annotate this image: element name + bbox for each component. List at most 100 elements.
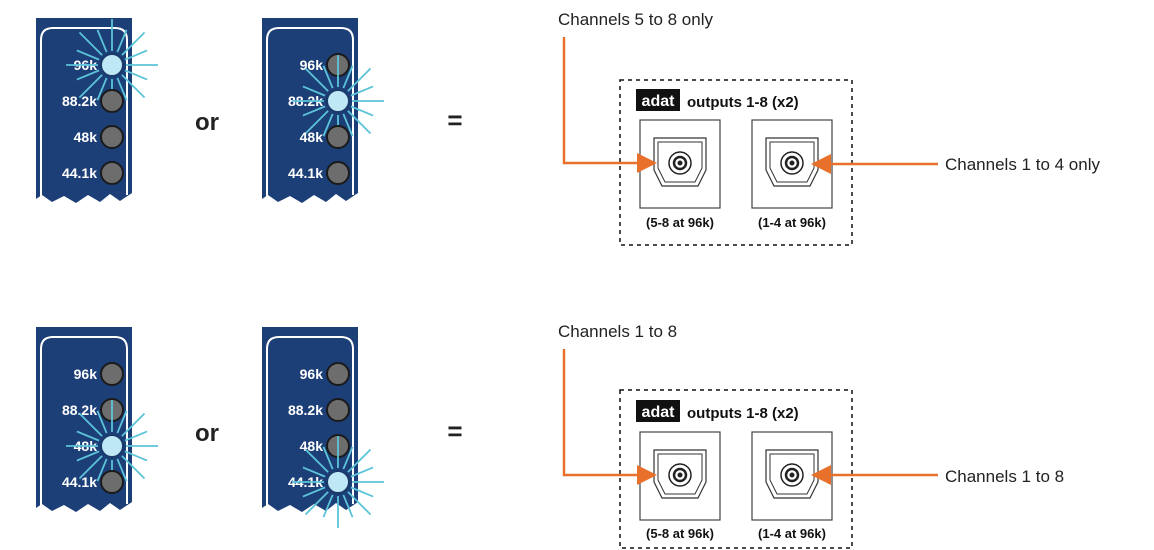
- glow-ray: [304, 67, 329, 92]
- glow-ray: [116, 29, 128, 53]
- optical-port-right: [751, 119, 833, 209]
- glow-ray: [347, 491, 372, 516]
- glow-ray: [96, 29, 108, 53]
- glow-ray: [116, 458, 128, 482]
- glow-ray: [342, 494, 354, 518]
- rate-label-48k: 48k: [74, 129, 98, 145]
- or-text: or: [195, 420, 219, 447]
- rate-label-96k: 96k: [300, 366, 324, 382]
- glow-ray: [121, 31, 146, 56]
- glow-ray: [116, 410, 128, 434]
- right-port-caption: (1-4 at 96k): [758, 526, 826, 541]
- adat-logo-bg: [636, 89, 680, 111]
- glow-ray: [78, 412, 103, 437]
- glow-ray: [76, 69, 100, 81]
- adat-logo-text: adat: [642, 93, 676, 110]
- right-port-caption: (1-4 at 96k): [758, 215, 826, 230]
- glow-ray: [76, 450, 100, 462]
- glow-ray: [96, 458, 108, 482]
- rate-label-88-2k: 88.2k: [62, 402, 97, 418]
- left-port-caption: (5-8 at 96k): [646, 526, 714, 541]
- rate-label-48k: 48k: [300, 129, 324, 145]
- channels-right-label: Channels 1 to 4 only: [945, 155, 1100, 174]
- led-off: [326, 398, 350, 422]
- panel-inner-outline: [266, 336, 354, 506]
- rate-label-44-1k: 44.1k: [62, 165, 97, 181]
- glow-ray: [96, 77, 108, 101]
- rate-label-88-2k: 88.2k: [62, 93, 97, 109]
- glow-ray: [342, 446, 354, 470]
- glow-ray: [116, 77, 128, 101]
- panel-inner-outline: [40, 336, 128, 506]
- glow-ray: [124, 450, 148, 462]
- outputs-label: outputs 1-8 (x2): [687, 405, 799, 422]
- port-jack-core: [677, 160, 683, 166]
- port-socket-inner: [769, 453, 815, 495]
- glow-ray: [347, 448, 372, 473]
- glow-ray: [347, 67, 372, 92]
- led-off: [100, 89, 124, 113]
- adat-outputs-box: adat outputs 1-8 (x2) (5-8 at 96k) (1-4: [619, 389, 853, 549]
- glow-ray: [322, 446, 334, 470]
- port-socket-inner: [657, 453, 703, 495]
- led-lit: [326, 470, 350, 494]
- led-off: [100, 125, 124, 149]
- led-off: [326, 125, 350, 149]
- arrow-top-to-left-port: [562, 37, 657, 173]
- panel-inner-outline: [40, 27, 128, 197]
- adat-logo: adat: [636, 89, 680, 111]
- glow-ray: [124, 69, 148, 81]
- rate-label-48k: 48k: [300, 438, 324, 454]
- left-port-caption: (5-8 at 96k): [646, 215, 714, 230]
- led-glow-rays: [66, 19, 158, 111]
- glow-ray: [350, 85, 374, 97]
- glow-ray: [121, 455, 146, 480]
- led-glow-rays: [292, 55, 384, 147]
- led-glow-rays: [66, 400, 158, 492]
- glow-ray: [121, 74, 146, 99]
- channels-right-label: Channels 1 to 8: [945, 467, 1064, 486]
- outputs-label: outputs 1-8 (x2): [687, 94, 799, 111]
- glow-ray: [322, 494, 334, 518]
- port-socket-inner: [657, 141, 703, 183]
- adat-logo: adat: [636, 400, 680, 422]
- glow-ray: [96, 410, 108, 434]
- led-off: [100, 161, 124, 185]
- equals-text: =: [447, 105, 462, 135]
- adat-logo-text: adat: [642, 404, 676, 421]
- port-jack-core: [789, 160, 795, 166]
- glow-ray: [342, 65, 354, 89]
- glow-ray: [350, 486, 374, 498]
- led-lit: [326, 89, 350, 113]
- port-socket-inner: [769, 141, 815, 183]
- glow-ray: [347, 110, 372, 135]
- led-off: [100, 362, 124, 386]
- glow-ray: [121, 412, 146, 437]
- glow-ray: [304, 110, 329, 135]
- dashed-border: [619, 389, 853, 549]
- glow-ray: [302, 105, 326, 117]
- glow-ray: [76, 49, 100, 61]
- glow-ray: [302, 486, 326, 498]
- glow-ray: [78, 455, 103, 480]
- adat-outputs-box: adat outputs 1-8 (x2) (5-8 at 96k) (1-4: [619, 79, 853, 246]
- panel-inner-outline: [266, 27, 354, 197]
- led-off: [326, 161, 350, 185]
- glow-ray: [304, 491, 329, 516]
- glow-ray: [322, 65, 334, 89]
- glow-ray: [302, 466, 326, 478]
- rate-label-88-2k: 88.2k: [288, 402, 323, 418]
- glow-ray: [350, 105, 374, 117]
- glow-ray: [342, 113, 354, 137]
- led-off: [100, 470, 124, 494]
- led-off: [326, 362, 350, 386]
- glow-ray: [322, 113, 334, 137]
